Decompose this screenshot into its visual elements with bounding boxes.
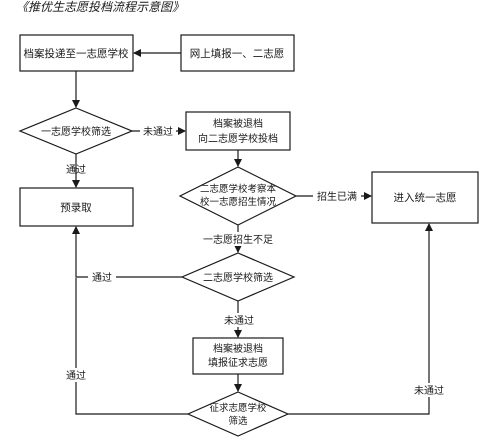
pre-admit-box <box>19 187 134 227</box>
solicit-screen-diamond <box>186 391 290 437</box>
label-bg <box>411 383 447 397</box>
label-bg <box>140 124 176 138</box>
second-check-text-1: 二志愿学校考察本 <box>200 183 277 195</box>
first-screen-text: 一志愿学校筛选 <box>41 125 111 138</box>
solicit-fill-box <box>192 337 284 375</box>
label-pass-2: 通过 <box>92 271 112 284</box>
online-fill-box <box>180 34 295 72</box>
label-pass-1: 通过 <box>66 163 86 176</box>
solicit-screen-text-2: 筛选 <box>228 415 248 427</box>
label-bg <box>62 368 90 382</box>
returned-to-second-text-1: 档案被退档 <box>213 117 263 130</box>
label-bg <box>221 313 257 327</box>
solicit-fill-text-1: 档案被退档 <box>213 342 263 355</box>
returned-to-second-text-2: 向二志愿学校投档 <box>198 132 278 145</box>
archive-first-box <box>19 34 134 72</box>
second-check-text-2: 校一志愿招生情况 <box>200 196 277 208</box>
label-full: 招生已满 <box>317 190 357 203</box>
solicit-fill-text-2: 填报征求志愿 <box>208 356 268 369</box>
label-not-full: 一志愿招生不足 <box>203 233 273 246</box>
second-check-diamond <box>178 166 298 226</box>
label-fail-1: 未通过 <box>143 125 173 138</box>
online-fill-text: 网上填报一、二志愿 <box>190 47 285 60</box>
label-bg <box>88 270 116 284</box>
edge-second-pass <box>72 226 182 278</box>
edge-solicit-pass <box>75 278 188 415</box>
edge-solicit-fail <box>288 223 433 415</box>
diagram-title: 《推优生志愿投档流程示意图》 <box>16 0 184 14</box>
second-screen-text: 二志愿学校筛选 <box>203 271 273 284</box>
pre-admit-text: 预录取 <box>60 202 92 214</box>
label-fail-2: 未通过 <box>224 314 254 327</box>
label-bg <box>313 189 361 203</box>
returned-to-second-box <box>185 111 291 151</box>
label-bg <box>200 232 276 246</box>
label-pass-3: 通过 <box>66 369 86 382</box>
solicit-screen-text-1: 征求志愿学校 <box>209 402 267 414</box>
label-fail-3: 未通过 <box>414 384 444 397</box>
unified-admit-text: 进入统一志愿 <box>394 191 457 204</box>
archive-first-text: 档案投递至一志愿学校 <box>24 47 129 60</box>
